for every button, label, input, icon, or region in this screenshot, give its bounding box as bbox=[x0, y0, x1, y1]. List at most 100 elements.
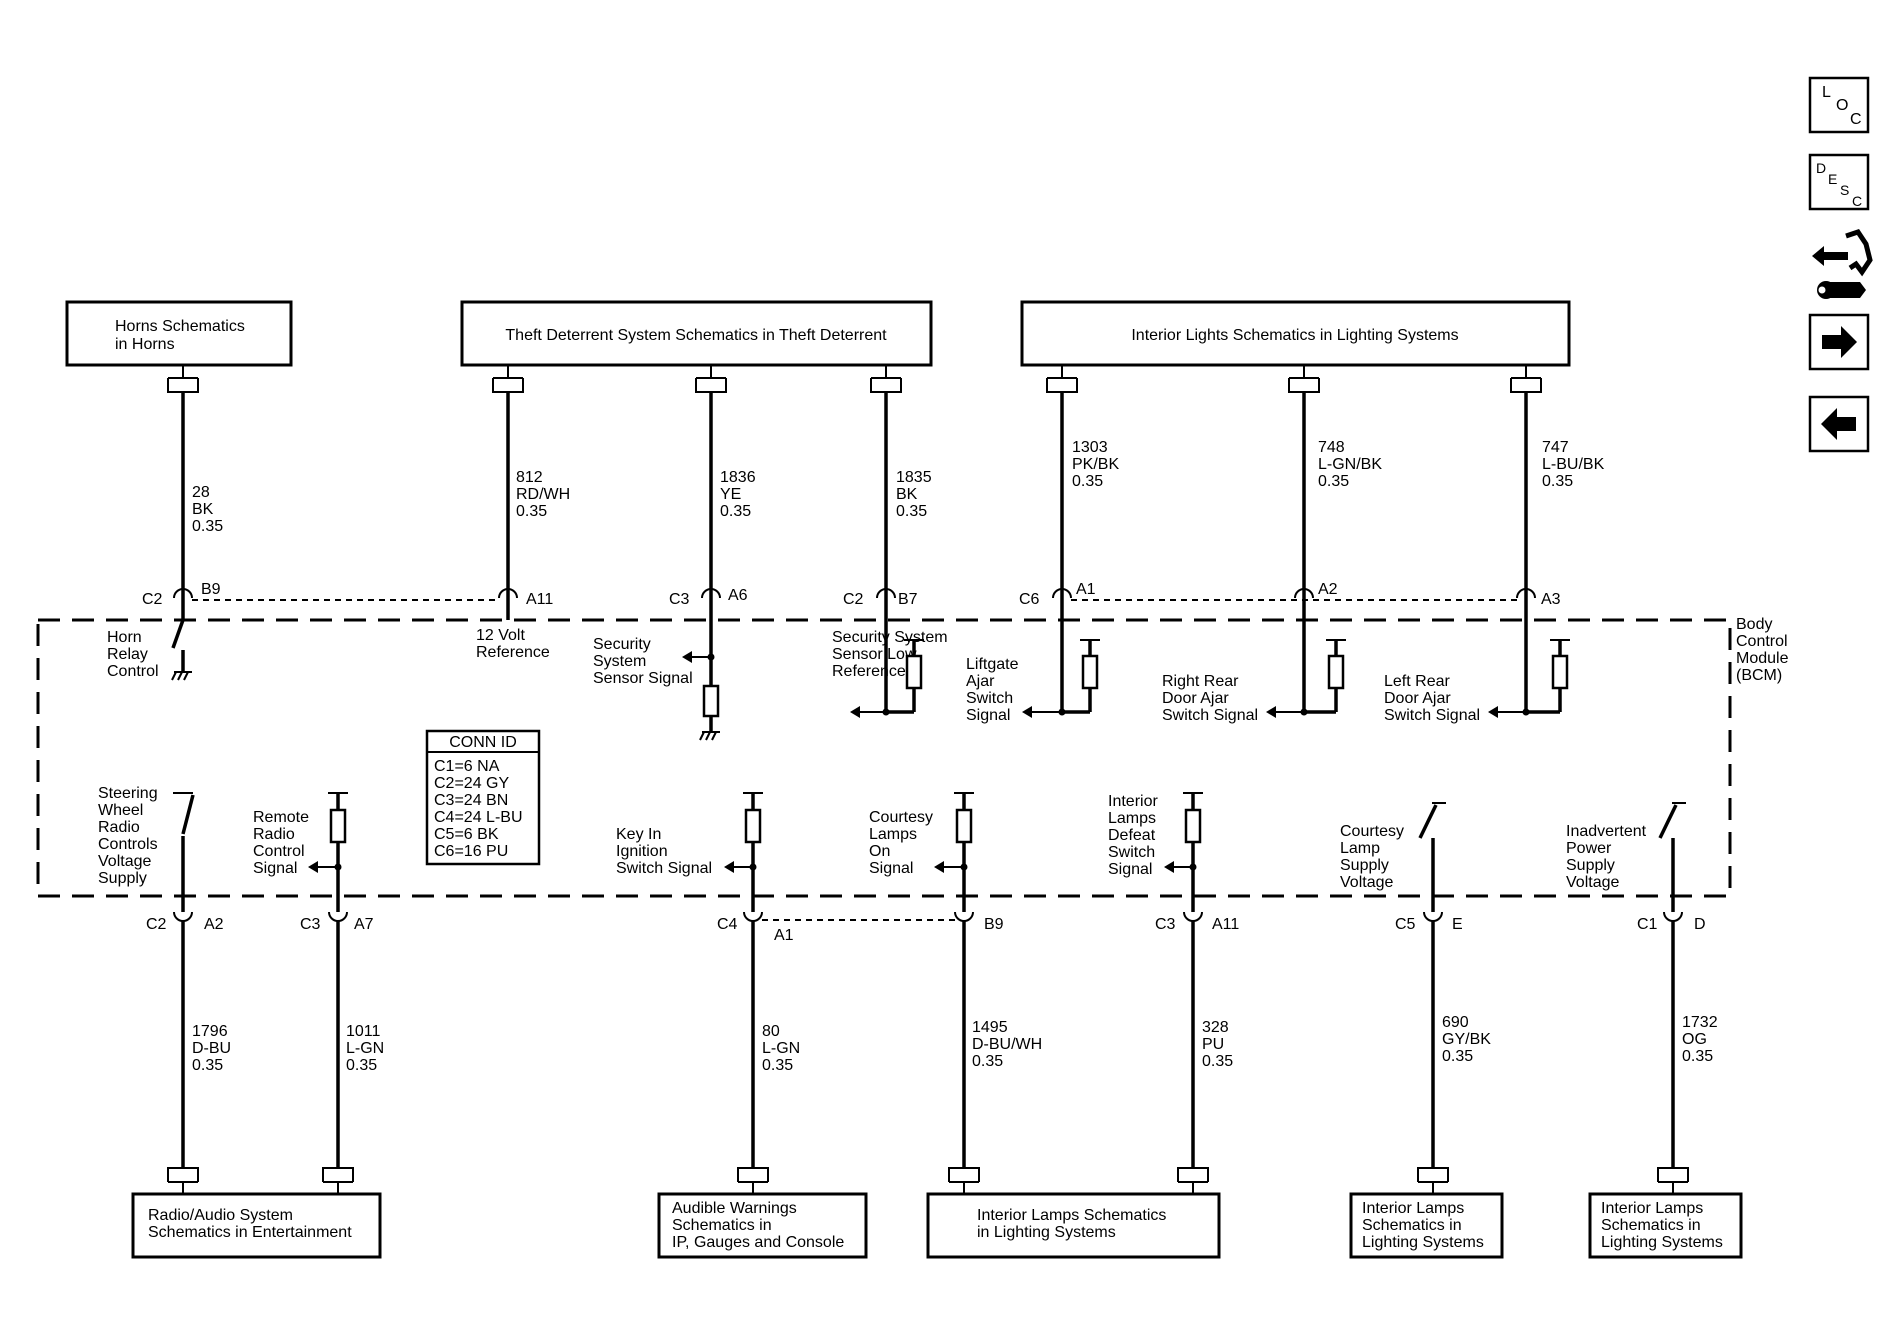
wire-812-label: 812 RD/WH 0.35 bbox=[516, 469, 570, 520]
conn-id-row: C5=6 BK bbox=[434, 826, 499, 843]
interior-lamps-box-b[interactable]: Interior Lamps Schematics in Lighting Sy… bbox=[1588, 1192, 1743, 1259]
loc-letter-o: O bbox=[1836, 97, 1848, 114]
wire-1732-label: 1732 OG 0.35 bbox=[1682, 1014, 1718, 1065]
interior-lights-box-label: Interior Lights Schematics in Lighting S… bbox=[1131, 327, 1458, 344]
label-line: Remote bbox=[253, 809, 309, 826]
conn-label: C4 bbox=[717, 916, 738, 933]
wire-size: 0.35 bbox=[1682, 1048, 1713, 1065]
audible-box-line-3: IP, Gauges and Console bbox=[672, 1234, 844, 1251]
horn-relay-label: Horn Relay Control bbox=[107, 629, 159, 680]
label-line: Relay bbox=[107, 646, 148, 663]
key-in-circuit bbox=[724, 792, 763, 912]
next-page-button[interactable] bbox=[1808, 313, 1870, 371]
label-line: Lamps bbox=[869, 826, 917, 843]
lamps-b-line-3: Lighting Systems bbox=[1601, 1234, 1723, 1251]
label-line: Lamp bbox=[1340, 840, 1380, 857]
bcm-label-line: Body bbox=[1736, 616, 1772, 633]
interior-lights-box[interactable]: Interior Lights Schematics in Lighting S… bbox=[1020, 300, 1571, 367]
label-line: Lamps bbox=[1108, 810, 1156, 827]
pin-label: A3 bbox=[1541, 591, 1561, 608]
wire-28-label: 28 BK 0.35 bbox=[192, 484, 223, 535]
wire-747-label: 747 L-BU/BK 0.35 bbox=[1542, 439, 1605, 490]
desc-button[interactable]: D E S C bbox=[1808, 153, 1870, 211]
bcm-label-line: Module bbox=[1736, 650, 1789, 667]
conn-id-row: C4=24 L-BU bbox=[434, 809, 523, 826]
conn-id-row: C2=24 GY bbox=[434, 775, 509, 792]
label-line: Liftgate bbox=[966, 656, 1019, 673]
bottom-terminals bbox=[167, 1167, 1689, 1194]
pin-label: B9 bbox=[984, 916, 1004, 933]
pin-label: A6 bbox=[728, 587, 748, 604]
loc-letter-c: C bbox=[1850, 111, 1862, 128]
interior-lamps-center-box[interactable]: Interior Lamps Schematics in Lighting Sy… bbox=[926, 1192, 1221, 1259]
label-line: Signal bbox=[1108, 861, 1152, 878]
desc-letter-e: E bbox=[1828, 171, 1837, 187]
audible-box-line-1: Audible Warnings bbox=[672, 1200, 797, 1217]
label-line: Switch bbox=[1108, 844, 1155, 861]
label-line: Signal bbox=[253, 860, 297, 877]
wire-circuit: 812 bbox=[516, 469, 543, 486]
wire-size: 0.35 bbox=[896, 503, 927, 520]
label-line: Door Ajar bbox=[1162, 690, 1229, 707]
radio-audio-box[interactable]: Radio/Audio System Schematics in Enterta… bbox=[131, 1192, 382, 1259]
bcm-label-line: (BCM) bbox=[1736, 667, 1782, 684]
label-line: On bbox=[869, 843, 890, 860]
security-sensor-circuit bbox=[682, 640, 720, 741]
label-line: Switch Signal bbox=[1162, 707, 1258, 724]
wire-color: PK/BK bbox=[1072, 456, 1119, 473]
previous-page-button[interactable] bbox=[1808, 395, 1870, 453]
loc-button[interactable]: L O C bbox=[1808, 76, 1870, 134]
wire-748-label: 748 L-GN/BK 0.35 bbox=[1318, 439, 1382, 490]
label-line: Security System bbox=[832, 629, 948, 646]
key-in-label: Key In Ignition Switch Signal bbox=[616, 826, 712, 877]
conn-id-table: CONN ID C1=6 NA C2=24 GY C3=24 BN C4=24 … bbox=[425, 729, 541, 866]
courtesy-on-label: Courtesy Lamps On Signal bbox=[869, 809, 933, 877]
wire-size: 0.35 bbox=[1542, 473, 1573, 490]
wire-color: BK bbox=[896, 486, 918, 503]
pin-label: A11 bbox=[1212, 916, 1239, 933]
interior-lamps-box-a[interactable]: Interior Lamps Schematics in Lighting Sy… bbox=[1349, 1192, 1504, 1259]
diagnostic-tool-icon[interactable] bbox=[1812, 229, 1873, 299]
ref12-label: 12 Volt Reference bbox=[476, 627, 550, 661]
pin-label: D bbox=[1694, 916, 1706, 933]
liftgate-label: Liftgate Ajar Switch Signal bbox=[966, 656, 1019, 724]
wire-1796-label: 1796 D-BU 0.35 bbox=[192, 1023, 231, 1074]
label-line: Voltage bbox=[1566, 874, 1619, 891]
bcm-label-line: Control bbox=[1736, 633, 1788, 650]
radio-box-line-2: Schematics in Entertainment bbox=[148, 1224, 352, 1241]
theft-deterrent-box[interactable]: Theft Deterrent System Schematics in The… bbox=[460, 300, 933, 367]
wire-circuit: 1303 bbox=[1072, 439, 1108, 456]
steering-label: Steering Wheel Radio Controls Voltage Su… bbox=[98, 785, 158, 887]
theft-box-label: Theft Deterrent System Schematics in The… bbox=[505, 327, 887, 344]
audible-box-line-2: Schematics in bbox=[672, 1217, 772, 1234]
wire-circuit: 1732 bbox=[1682, 1014, 1718, 1031]
wire-80-label: 80 L-GN 0.35 bbox=[762, 1023, 800, 1074]
label-line: Wheel bbox=[98, 802, 143, 819]
security-low-ref-label: Security System Sensor Low Reference bbox=[832, 629, 948, 680]
conn-label: C2 bbox=[142, 591, 163, 608]
desc-letter-d: D bbox=[1816, 160, 1826, 176]
label-line: Switch Signal bbox=[1384, 707, 1480, 724]
conn-label: C6 bbox=[1019, 591, 1040, 608]
audible-warnings-box[interactable]: Audible Warnings Schematics in IP, Gauge… bbox=[657, 1192, 868, 1259]
wire-1303-label: 1303 PK/BK 0.35 bbox=[1072, 439, 1119, 490]
left-rear-door-circuit bbox=[1488, 639, 1570, 718]
lamps-b-line-2: Schematics in bbox=[1601, 1217, 1701, 1234]
label-line: Power bbox=[1566, 840, 1612, 857]
bottom-wires bbox=[181, 921, 1675, 1168]
wire-1836-label: 1836 YE 0.35 bbox=[720, 469, 756, 520]
label-line: Voltage bbox=[98, 853, 151, 870]
wire-circuit: 1495 bbox=[972, 1019, 1008, 1036]
lamps-a-line-3: Lighting Systems bbox=[1362, 1234, 1484, 1251]
wire-circuit: 747 bbox=[1542, 439, 1569, 456]
courtesy-supply-label: Courtesy Lamp Supply Voltage bbox=[1340, 823, 1404, 891]
conn-id-row: C1=6 NA bbox=[434, 758, 500, 775]
wire-size: 0.35 bbox=[1442, 1048, 1473, 1065]
steering-switch bbox=[173, 792, 195, 912]
label-line: Reference bbox=[476, 644, 550, 661]
wire-size: 0.35 bbox=[192, 1057, 223, 1074]
horns-box-line-1: Horns Schematics bbox=[115, 318, 245, 335]
horns-schematics-box[interactable]: Horns Schematics in Horns bbox=[65, 300, 293, 367]
wire-size: 0.35 bbox=[720, 503, 751, 520]
conn-id-row: C3=24 BN bbox=[434, 792, 508, 809]
